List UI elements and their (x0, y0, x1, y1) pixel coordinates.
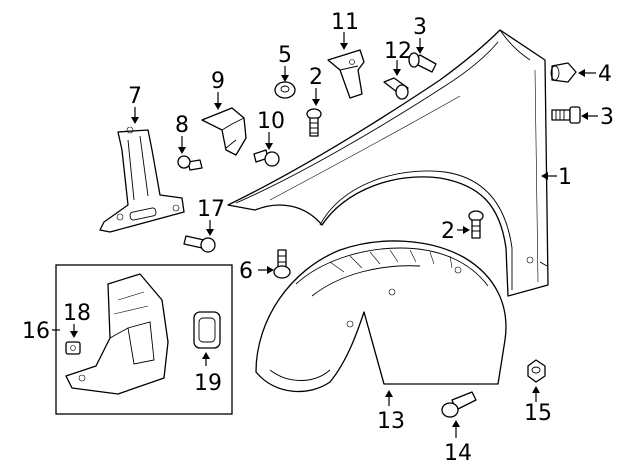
leader-lines (52, 32, 598, 438)
callout-15: 15 (524, 401, 552, 426)
callout-3-top: 3 (413, 15, 427, 40)
bracket-part-11[interactable] (327, 49, 365, 99)
fender-part[interactable] (227, 29, 549, 297)
callout-11: 11 (331, 10, 359, 35)
callout-10: 10 (257, 109, 285, 134)
nut-part-15[interactable] (527, 359, 546, 383)
bolt-part-17[interactable] (183, 235, 216, 253)
stud-part-6[interactable] (273, 249, 291, 279)
bolt-part-14[interactable] (441, 391, 477, 418)
callout-4: 4 (598, 62, 612, 87)
callout-3-right: 3 (600, 105, 614, 130)
callout-labels: 1 4 3 3 12 11 5 2 9 7 10 8 17 2 6 16 18 … (22, 10, 614, 466)
bolt-part-10[interactable] (253, 149, 280, 167)
bolt-part-3-right[interactable] (551, 106, 581, 124)
splash-shield-part-16[interactable] (65, 273, 169, 395)
fender-liner-part-13[interactable] (255, 240, 507, 393)
nut-part-5[interactable] (274, 81, 296, 99)
bracket-part-9[interactable] (201, 107, 247, 156)
callout-9: 9 (211, 69, 225, 94)
callout-2-top: 2 (309, 65, 323, 90)
bolt-part-12[interactable] (383, 77, 409, 100)
clip-part-18[interactable] (65, 341, 81, 355)
bracket-part-7[interactable] (99, 126, 185, 233)
callout-14: 14 (444, 441, 472, 466)
callout-12: 12 (384, 39, 412, 64)
callout-7: 7 (128, 84, 142, 109)
detail-inset-frame (55, 264, 233, 415)
nut-part-4[interactable] (550, 62, 577, 83)
bolt-part-3-top[interactable] (408, 52, 437, 73)
callout-13: 13 (377, 409, 405, 434)
bolt-part-2-top[interactable] (306, 108, 322, 137)
callout-17: 17 (197, 197, 225, 222)
seal-part-19[interactable] (193, 311, 221, 349)
callout-5: 5 (278, 43, 292, 68)
callout-16: 16 (22, 319, 50, 344)
callout-2-right: 2 (441, 219, 455, 244)
callout-1: 1 (558, 165, 572, 190)
bolt-part-2-right[interactable] (468, 210, 484, 239)
callout-18: 18 (63, 301, 91, 326)
callout-19: 19 (194, 371, 222, 396)
callout-8: 8 (175, 113, 189, 138)
bolt-part-8[interactable] (177, 155, 203, 171)
callout-6: 6 (239, 259, 253, 284)
